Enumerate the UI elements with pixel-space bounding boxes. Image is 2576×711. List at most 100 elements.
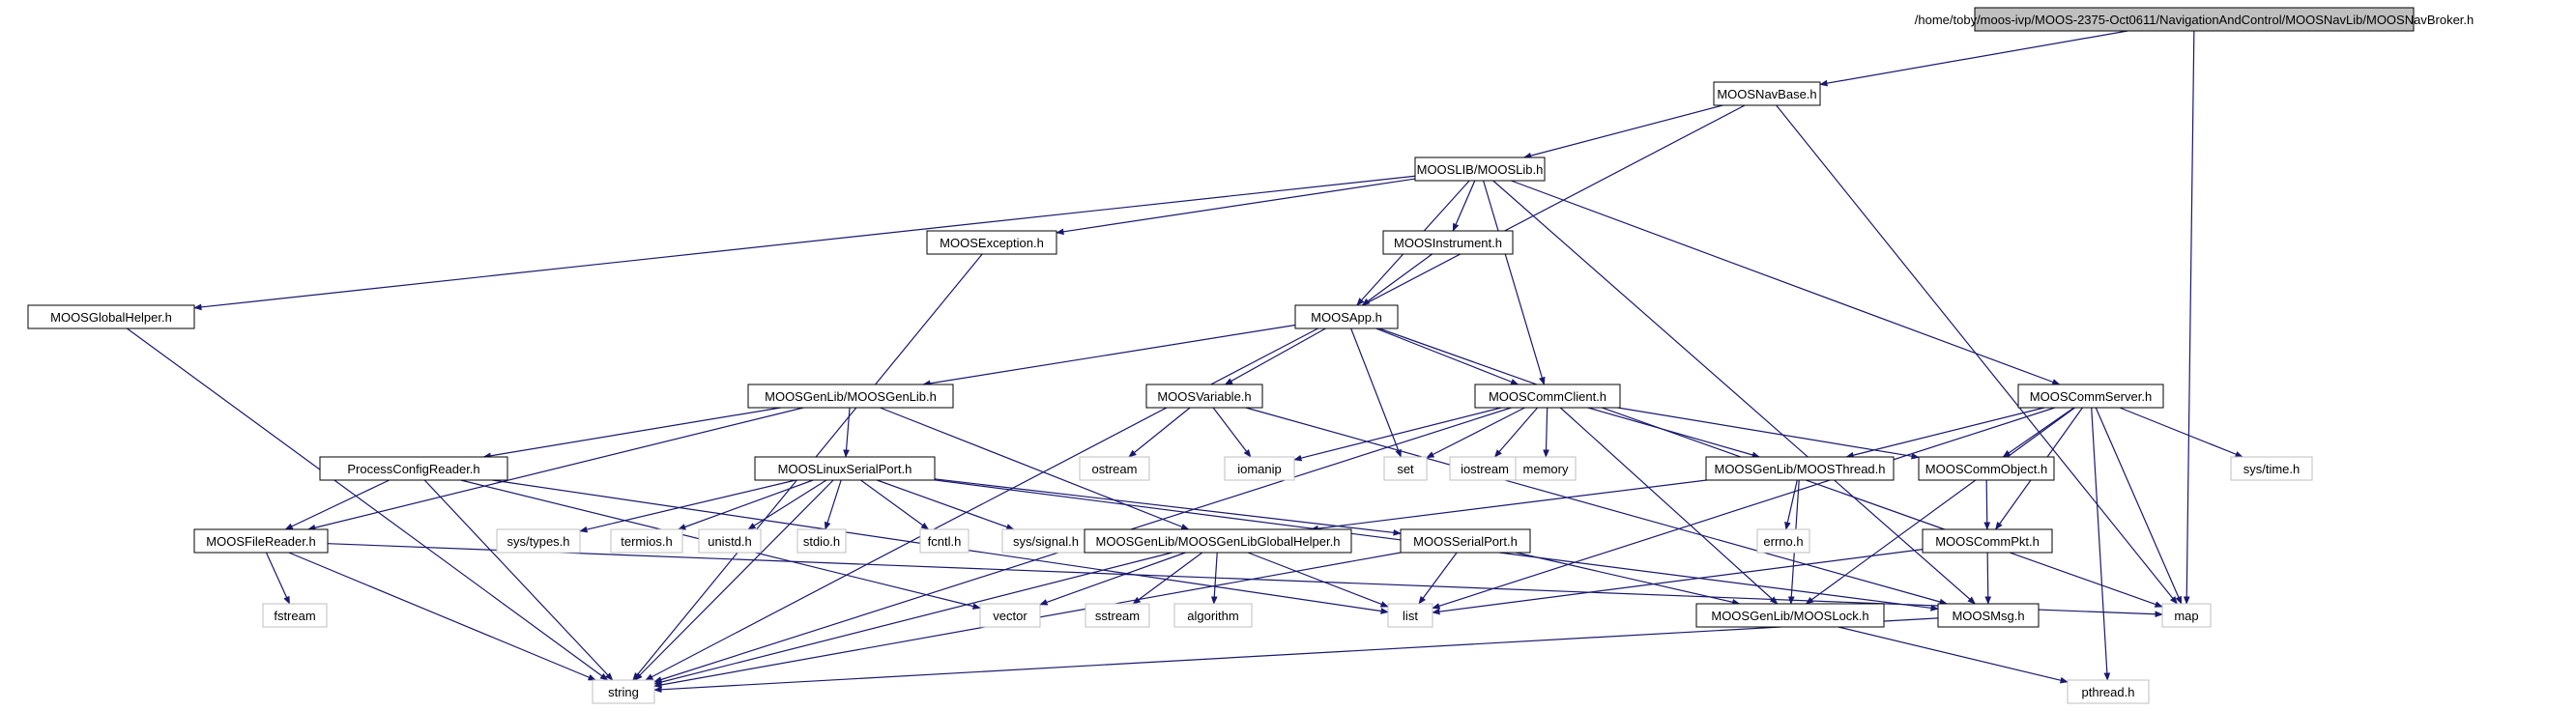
node-box-commpkt: [1922, 528, 2053, 554]
include-edge-mooslib-to-globalhelper: [193, 175, 1416, 311]
node-systime: sys/time.h: [2230, 456, 2313, 481]
node-box-exception: [926, 230, 1057, 255]
include-edge-app-to-commclient: [1375, 327, 1520, 385]
node-serialport[interactable]: MOOSSerialPort.h: [1400, 528, 1531, 554]
node-linuxserial[interactable]: MOOSLinuxSerialPort.h: [754, 456, 936, 481]
node-label-termios: termios.h: [621, 534, 672, 549]
node-label-sstream: sstream: [1095, 609, 1140, 623]
include-edge-app-to-genlib: [922, 324, 1296, 387]
include-edge-variable-to-iomanip: [1212, 407, 1252, 458]
node-string: string: [592, 679, 655, 704]
include-edge-app-to-set: [1350, 327, 1402, 458]
include-edge-linuxserial-to-syssignal: [877, 479, 1015, 530]
node-box-iostream: [1449, 456, 1520, 481]
node-app[interactable]: MOOSApp.h: [1294, 304, 1399, 329]
node-exception[interactable]: MOOSException.h: [926, 230, 1057, 255]
include-edge-commserver-to-pthread: [2091, 407, 2111, 681]
node-lock[interactable]: MOOSGenLib/MOOSLock.h: [1695, 603, 1885, 628]
node-vector: vector: [979, 603, 1041, 628]
include-edge-mooslib-to-exception: [1056, 178, 1416, 236]
node-iomanip: iomanip: [1224, 456, 1295, 481]
node-fstream: fstream: [262, 603, 328, 628]
node-mooslib[interactable]: MOOSLIB/MOOSLib.h: [1414, 156, 1546, 182]
node-root[interactable]: /home/toby/moos-ivp/MOOS-2375-Oct0611/Na…: [1915, 7, 2475, 32]
node-box-termios: [610, 528, 683, 554]
node-label-stdio: stdio.h: [803, 534, 840, 549]
include-nodes: /home/toby/moos-ivp/MOOS-2375-Oct0611/Na…: [27, 7, 2475, 704]
include-edge-genlib-to-processconfig: [482, 407, 781, 460]
node-label-ostream: ostream: [1092, 462, 1138, 476]
node-thread[interactable]: MOOSGenLib/MOOSThread.h: [1705, 456, 1895, 481]
node-iostream: iostream: [1449, 456, 1520, 481]
node-memory: memory: [1515, 456, 1577, 481]
node-label-thread: MOOSGenLib/MOOSThread.h: [1714, 462, 1885, 476]
node-label-unistd: unistd.h: [708, 534, 752, 549]
include-edge-commserver-to-lock: [1805, 407, 2075, 605]
node-label-genlib: MOOSGenLib/MOOSGenLib.h: [765, 389, 937, 404]
node-list: list: [1387, 603, 1433, 628]
node-commclient[interactable]: MOOSCommClient.h: [1474, 384, 1621, 409]
node-filereader[interactable]: MOOSFileReader.h: [193, 528, 329, 554]
node-pthread: pthread.h: [2067, 679, 2150, 704]
node-genlibglobal[interactable]: MOOSGenLib/MOOSGenLibGlobalHelper.h: [1084, 528, 1352, 554]
include-edge-navbase-to-mooslib: [1522, 104, 1723, 159]
node-label-systypes: sys/types.h: [507, 534, 569, 549]
include-edge-commclient-to-thread: [1587, 407, 1761, 459]
include-edge-mooslib-to-commclient: [1482, 180, 1546, 385]
include-edge-genlib-to-genlibglobal: [880, 407, 1190, 530]
node-label-set: set: [1397, 462, 1414, 476]
node-box-commclient: [1474, 384, 1621, 409]
include-edge-linuxserial-to-termios: [678, 479, 814, 530]
node-variable[interactable]: MOOSVariable.h: [1145, 384, 1263, 409]
node-map: map: [2161, 603, 2212, 628]
node-box-unistd: [698, 528, 762, 554]
include-edge-linuxserial-to-stdio: [824, 479, 842, 530]
node-box-systypes: [496, 528, 581, 554]
include-edge-commclient-to-memory: [1543, 407, 1549, 458]
node-box-linuxserial: [754, 456, 936, 481]
node-box-serialport: [1400, 528, 1531, 554]
include-edge-genlibglobal-to-string: [653, 552, 1172, 686]
node-label-commserver: MOOSCommServer.h: [2030, 389, 2152, 404]
node-commserver[interactable]: MOOSCommServer.h: [2017, 384, 2164, 409]
node-label-algorithm: algorithm: [1187, 609, 1238, 623]
node-processconfig[interactable]: ProcessConfigReader.h: [319, 456, 508, 481]
include-edge-mooslib-to-msg: [1492, 180, 1976, 605]
node-label-linuxserial: MOOSLinuxSerialPort.h: [778, 462, 912, 476]
node-commpkt[interactable]: MOOSCommPkt.h: [1922, 528, 2053, 554]
include-edge-commserver-to-thread: [1845, 407, 2044, 459]
node-box-fcntl: [919, 528, 970, 554]
node-navbase[interactable]: MOOSNavBase.h: [1713, 81, 1821, 106]
node-label-root: /home/toby/moos-ivp/MOOS-2375-Oct0611/Na…: [1915, 13, 2475, 27]
node-instrument[interactable]: MOOSInstrument.h: [1382, 230, 1514, 255]
node-label-map: map: [2174, 609, 2198, 623]
node-label-fcntl: fcntl.h: [928, 534, 962, 549]
node-label-commpkt: MOOSCommPkt.h: [1935, 534, 2040, 549]
include-edge-serialport-to-lock: [1516, 552, 1741, 606]
include-edge-genlibglobal-to-algorithm: [1210, 552, 1218, 605]
node-ostream: ostream: [1079, 456, 1150, 481]
node-box-list: [1387, 603, 1433, 628]
include-edge-commclient-to-set: [1426, 407, 1525, 459]
include-edge-root-to-navbase: [1819, 30, 2128, 87]
include-edge-instrument-to-app: [1361, 253, 1433, 306]
node-sstream: sstream: [1085, 603, 1150, 628]
include-edge-commpkt-to-list: [1432, 549, 1924, 615]
node-label-app: MOOSApp.h: [1311, 310, 1382, 325]
node-box-systime: [2230, 456, 2313, 481]
node-commobject[interactable]: MOOSCommObject.h: [1918, 456, 2055, 481]
node-label-processconfig: ProcessConfigReader.h: [347, 462, 479, 476]
node-genlib[interactable]: MOOSGenLib/MOOSGenLib.h: [747, 384, 954, 409]
node-box-genlibglobal: [1084, 528, 1352, 554]
include-edge-commclient-to-iomanip: [1293, 407, 1502, 462]
node-unistd: unistd.h: [698, 528, 762, 554]
include-edge-linuxserial-to-fcntl: [860, 479, 930, 530]
node-label-errno: errno.h: [1763, 534, 1803, 549]
node-label-commclient: MOOSCommClient.h: [1489, 389, 1606, 404]
node-globalhelper[interactable]: MOOSGlobalHelper.h: [27, 304, 195, 329]
node-msg[interactable]: MOOSMsg.h: [1937, 603, 2040, 628]
include-edge-filereader-to-string: [288, 552, 596, 681]
node-box-iomanip: [1224, 456, 1295, 481]
include-edges: [127, 30, 2243, 694]
node-box-set: [1383, 456, 1428, 481]
